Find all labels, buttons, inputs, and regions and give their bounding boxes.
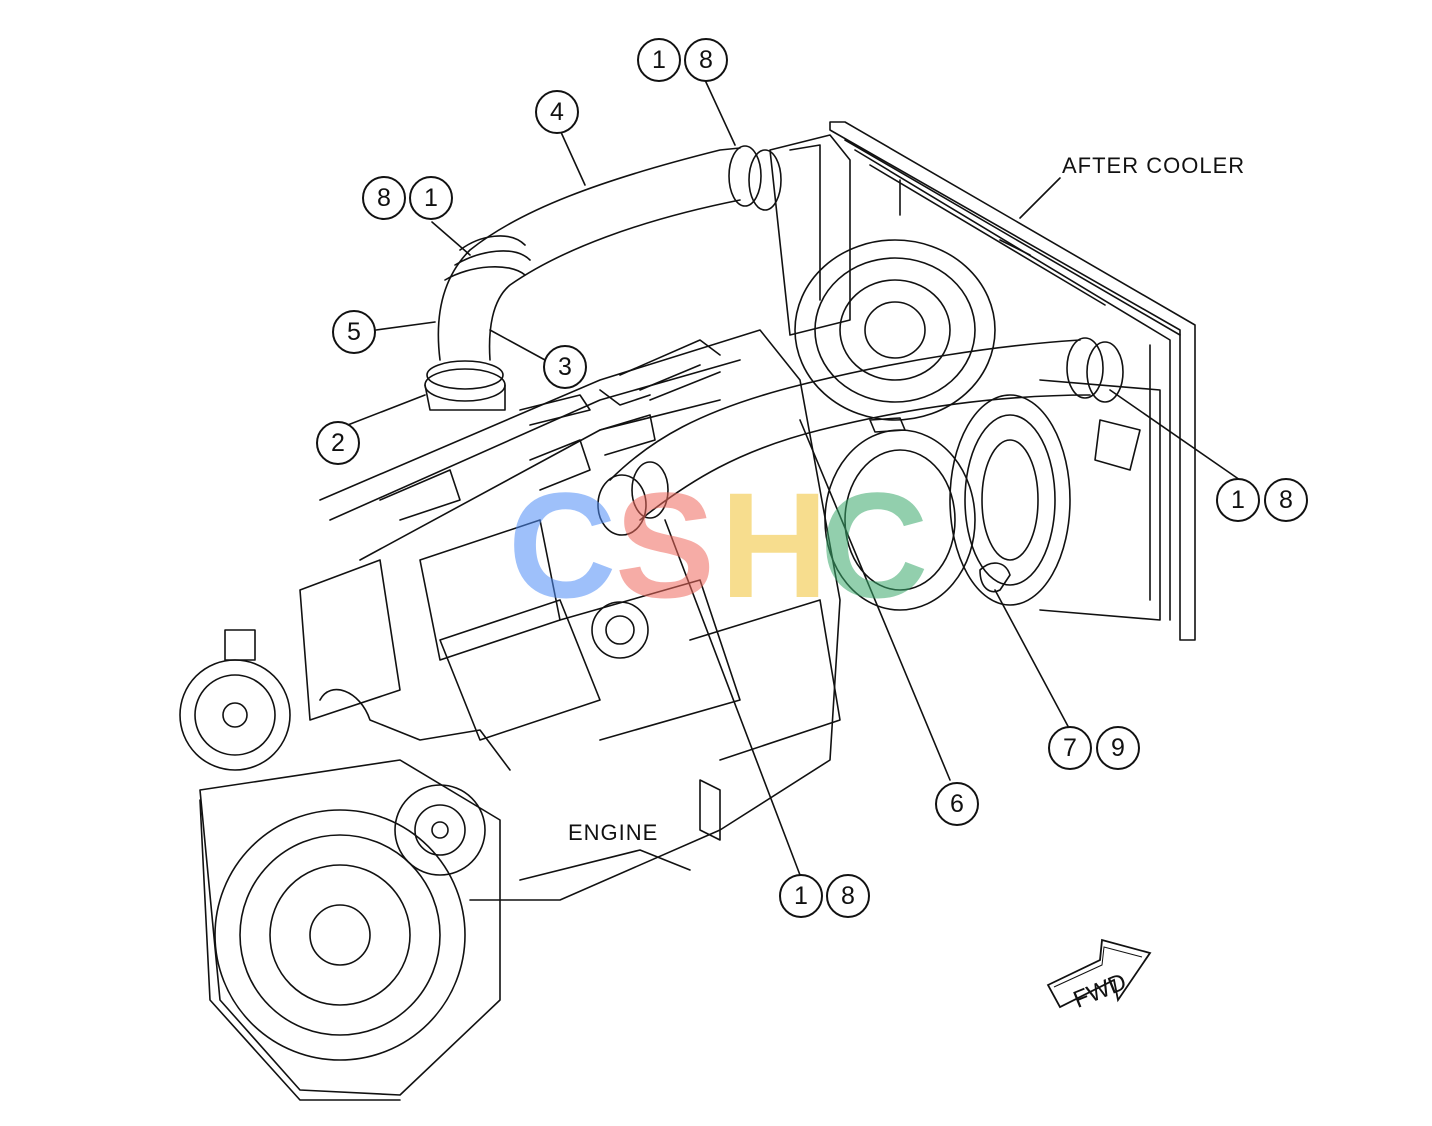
upper-pipe [424,145,782,411]
callout-1-bottom: 1 [779,874,823,918]
engine-label: ENGINE [568,820,659,845]
callout-1-top: 1 [637,38,681,82]
watermark-letter-s: S [615,461,716,629]
callout-8-top: 8 [684,38,728,82]
callout-1-left: 1 [409,176,453,220]
fan-shroud [769,134,1161,621]
after-cooler-label: AFTER COOLER [1062,153,1246,178]
callout-6: 6 [935,782,979,826]
watermark-letter-c1: C [508,461,617,629]
callout-4: 4 [535,90,579,134]
engine-block [299,329,841,901]
callout-8-left: 8 [362,176,406,220]
callout-5: 5 [332,310,376,354]
watermark-letter-c2: C [820,461,929,629]
accessory-pulley [179,629,291,771]
callout-3: 3 [543,345,587,389]
callout-8-right: 8 [1264,478,1308,522]
aftercooler-frame [829,121,1196,641]
flywheel-housing [199,759,501,1101]
callout-7: 7 [1048,726,1092,770]
leader-lines [339,79,1241,876]
fwd-arrow-icon: FWD [1040,925,1160,1035]
callout-8-bottom: 8 [826,874,870,918]
callout-9: 9 [1096,726,1140,770]
callout-1-right: 1 [1216,478,1260,522]
callout-2: 2 [316,421,360,465]
watermark-letter-h: H [720,461,829,629]
